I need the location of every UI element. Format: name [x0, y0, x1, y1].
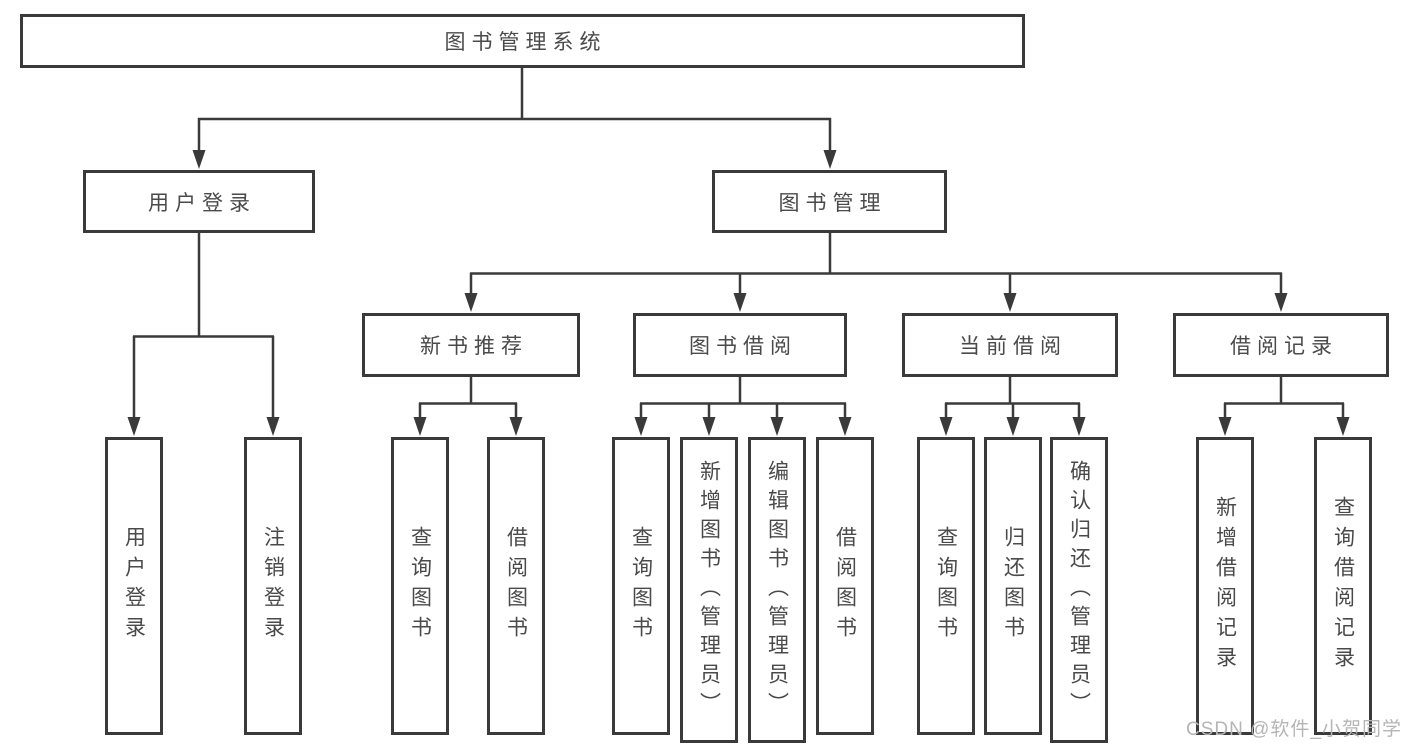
leaf-query-books-recommend: 查询图书: [391, 437, 449, 735]
leaf-query-books-borrow: 查询图书: [612, 437, 670, 735]
leaf-add-borrow-record: 新增借阅记录: [1196, 437, 1254, 735]
leaf-return-books: 归还图书: [984, 437, 1042, 735]
leaf-borrow-books-recommend: 借阅图书: [487, 437, 545, 735]
node-user-login: 用户登录: [83, 170, 315, 233]
node-book-borrowing: 图书借阅: [633, 313, 847, 377]
leaf-add-books-admin: 新增图书（管理员）: [680, 437, 738, 743]
leaf-borrow-books: 借阅图书: [816, 437, 874, 735]
leaf-edit-books-admin: 编辑图书（管理员）: [748, 437, 806, 743]
node-borrowing-records: 借阅记录: [1173, 313, 1389, 377]
leaf-confirm-return-admin: 确认归还（管理员）: [1050, 437, 1108, 743]
leaf-query-borrow-record: 查询借阅记录: [1314, 437, 1372, 735]
csdn-watermark: CSDN @软件_小贺同学: [1186, 719, 1402, 740]
node-book-management: 图书管理: [712, 170, 947, 233]
node-current-borrowing: 当前借阅: [902, 313, 1118, 377]
leaf-query-books-current: 查询图书: [917, 437, 975, 735]
leaf-logout: 注销登录: [244, 437, 302, 735]
node-library-management-system: 图书管理系统: [20, 14, 1025, 68]
leaf-user-login: 用户登录: [105, 437, 163, 735]
node-new-book-recommendation: 新书推荐: [362, 313, 580, 377]
